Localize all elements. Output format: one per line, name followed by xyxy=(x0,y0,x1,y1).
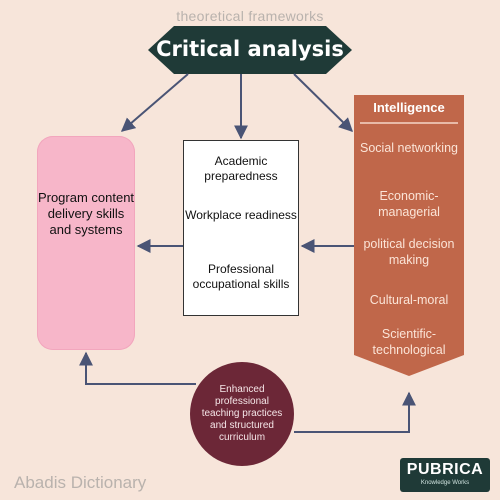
arrow-circle-to-left xyxy=(79,351,196,385)
diagram-title: Critical analysis xyxy=(156,37,344,61)
arrow-circle-to-right xyxy=(294,391,416,433)
pubrica-logo-name: PUBRICA xyxy=(406,461,484,478)
pubrica-logo xyxy=(400,458,490,492)
intelligence-panel xyxy=(354,95,464,376)
enhanced-practices-text: Enhanced professional teaching practices… xyxy=(201,384,283,443)
program-delivery-box xyxy=(37,136,135,350)
middle-item-workplace: Workplace readiness xyxy=(185,208,297,222)
intelligence-item-social: Social networking xyxy=(360,141,458,155)
intelligence-item-cultural: Cultural-moral xyxy=(369,293,449,307)
title-hexagon xyxy=(148,26,352,74)
watermark-bottom: Abadis Dictionary xyxy=(14,473,147,492)
readiness-box xyxy=(183,140,299,316)
program-delivery-text: Program content delivery skills and syst… xyxy=(37,190,135,237)
enhanced-practices-circle: Enhanced professional teaching practices… xyxy=(190,362,294,466)
pubrica-logo-tagline: Knowledge Works xyxy=(420,480,470,486)
intelligence-item-political: political decision making xyxy=(363,237,455,267)
middle-item-academic: Academic preparedness xyxy=(204,154,278,183)
watermark-top: theoretical frameworks xyxy=(176,8,324,24)
intelligence-item-economic: Economic-managerial xyxy=(378,189,440,219)
arrow-title-to-right xyxy=(293,73,353,132)
intelligence-item-scientific: Scientific-technological xyxy=(372,327,446,357)
middle-item-professional: Professional occupational skills xyxy=(192,262,290,291)
arrow-title-to-left xyxy=(120,73,189,132)
intelligence-label: Intelligence xyxy=(373,100,445,115)
